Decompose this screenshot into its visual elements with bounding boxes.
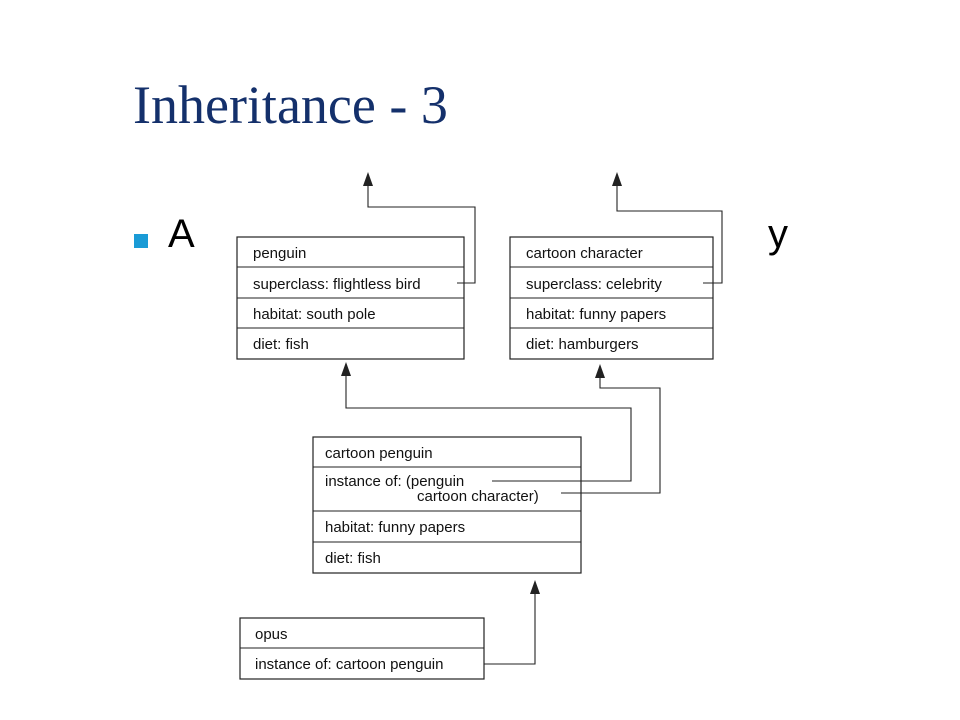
link-cartoon-penguin-to-cartoon-character: [561, 364, 661, 494]
cartoon-penguin-habitat: habitat: funny papers: [325, 519, 465, 536]
bullet-text-tail: y: [768, 212, 788, 256]
opus-instance: instance of: cartoon penguin: [255, 656, 443, 673]
cartoon-penguin-instance-line2: cartoon character): [417, 488, 539, 505]
frame-cartoon-penguin: cartoon penguin instance of: (penguin ca…: [312, 436, 582, 574]
opus-name: opus: [255, 626, 288, 643]
frame-penguin: penguin superclass: flightless bird habi…: [236, 236, 465, 360]
penguin-diet: diet: fish: [253, 336, 309, 353]
bullet-square-icon: [134, 234, 148, 248]
link-cartoon-penguin-to-penguin: [341, 362, 632, 482]
cartoon-character-superclass: superclass: celebrity: [526, 276, 662, 293]
frame-opus: opus instance of: cartoon penguin: [239, 617, 485, 680]
cartoon-penguin-diet: diet: fish: [325, 550, 381, 567]
penguin-habitat: habitat: south pole: [253, 306, 376, 323]
penguin-name: penguin: [253, 245, 306, 262]
cartoon-penguin-instance-line1: instance of: (penguin: [325, 473, 464, 490]
link-penguin-to-flightless-bird: [363, 172, 476, 284]
link-opus-to-cartoon-penguin: [484, 580, 540, 665]
cartoon-character-diet: diet: hamburgers: [526, 336, 639, 353]
cartoon-character-name: cartoon character: [526, 245, 643, 262]
frame-cartoon-character: cartoon character superclass: celebrity …: [509, 236, 714, 360]
cartoon-character-habitat: habitat: funny papers: [526, 306, 666, 323]
cartoon-penguin-name: cartoon penguin: [325, 445, 433, 462]
link-cartoon-character-to-celebrity: [612, 172, 723, 284]
penguin-superclass: superclass: flightless bird: [253, 276, 421, 293]
bullet-text: A: [168, 212, 195, 256]
slide-title: Inheritance - 3: [133, 75, 448, 135]
